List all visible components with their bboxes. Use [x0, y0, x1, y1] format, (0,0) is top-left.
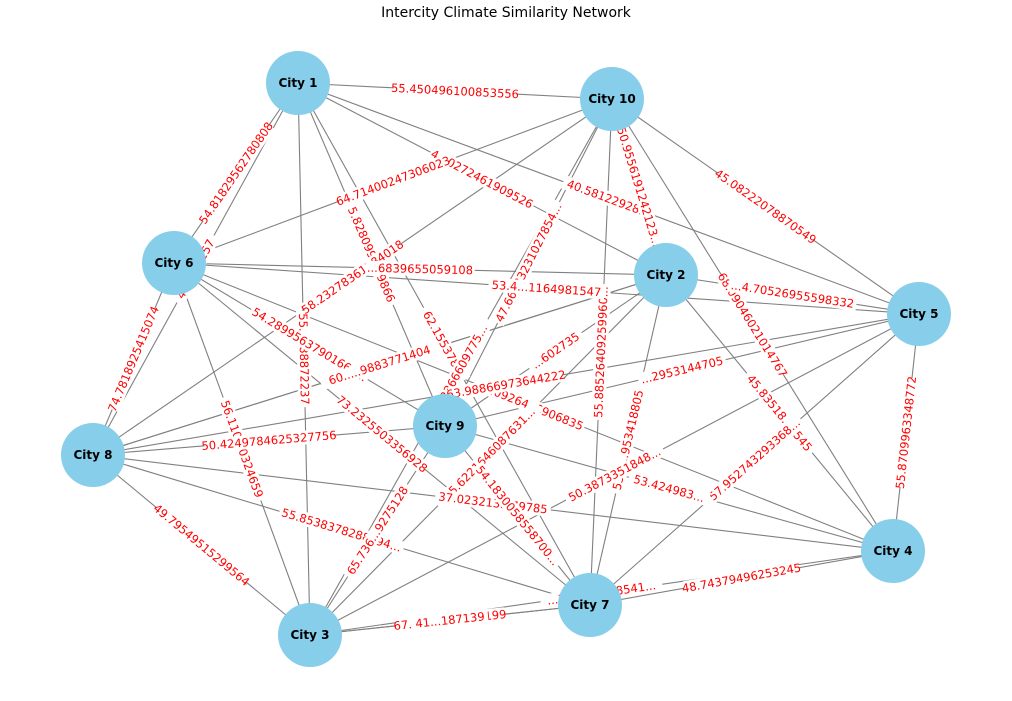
edge-weight-text: 41...187139 [415, 609, 486, 630]
edge-label: 48.74379496253245 [681, 561, 802, 596]
edge-label: 55.8709963348772 [893, 375, 919, 489]
edge-label: 41...187139 [411, 608, 489, 632]
node-label: City 2 [646, 268, 685, 282]
chart-title: Intercity Climate Similarity Network [381, 5, 631, 21]
edge-weight-text: 50.4249784625327756 [201, 428, 337, 453]
node-city-9: City 9 [413, 394, 477, 458]
node-label: City 8 [73, 448, 112, 462]
edge-weight-text: 64.71400247306023 [334, 153, 452, 208]
edge-weight-text: ...602735 [529, 329, 582, 372]
edge-weight-text: ...6839655059108 [367, 261, 473, 278]
edge-label: ...2953144705 [636, 352, 728, 388]
node-city-5: City 5 [887, 282, 951, 346]
edge-labels-layer: 55.45049610085355654.8182956278080849.2.… [105, 81, 919, 633]
edge-weight-text: 55.450496100853556 [391, 81, 520, 101]
node-circle [634, 243, 698, 307]
node-label: City 3 [290, 628, 329, 642]
edge-weight-text: ...2953144705 [639, 354, 724, 387]
node-label: City 10 [588, 92, 635, 106]
node-circle [266, 51, 330, 115]
node-city-8: City 8 [61, 423, 125, 487]
node-circle [887, 282, 951, 346]
node-circle [580, 67, 644, 131]
edge-weight-text: 50.9556191242123... [614, 125, 664, 248]
edge-label: ...602735 [525, 326, 586, 375]
edge-weight-text: 55...988872237 [296, 313, 312, 405]
node-label: City 6 [154, 256, 193, 270]
node-city-1: City 1 [266, 51, 330, 115]
edge-weight-text: 45.08222078870549 [712, 166, 819, 247]
edge-weight-text: 55.8709963348772 [893, 375, 919, 489]
node-label: City 4 [873, 544, 912, 558]
node-label: City 1 [278, 76, 317, 90]
edge-label: ...6839655059108 [365, 260, 475, 278]
nodes-layer: City 1 City 2 City 3 City 4 City 5 City 6 City… [61, 51, 951, 667]
edge-label: 50.4249784625327756 [201, 428, 337, 453]
edge-weight-text: 53.424983... [632, 472, 706, 505]
node-circle [278, 603, 342, 667]
edge-weight-text: 57.952743293368... [706, 415, 803, 503]
edge-weight-text: 49.79549515299564 [151, 501, 253, 589]
edge-label: 55...988872237 [295, 310, 313, 408]
node-circle [413, 394, 477, 458]
node-city-7: City 7 [558, 573, 622, 637]
edge-label: 74.7818925415074 [105, 304, 162, 414]
edge-label: 47.66133231027854... [491, 198, 566, 327]
edge-label: 55.450496100853556 [391, 81, 520, 101]
edge-label: 64.71400247306023 [334, 153, 452, 208]
node-label: City 7 [570, 598, 609, 612]
edge-label: 49.79549515299564 [151, 501, 253, 589]
node-city-10: City 10 [580, 67, 644, 131]
edge-weight-text: 47.66133231027854... [492, 201, 564, 325]
node-city-4: City 4 [861, 519, 925, 583]
node-label: City 9 [425, 419, 464, 433]
node-city-2: City 2 [634, 243, 698, 307]
edge-label: 45.08222078870549 [712, 166, 819, 247]
node-label: City 5 [899, 307, 938, 321]
edge-weight-text: 55.88526409259960... [591, 286, 611, 418]
node-circle [558, 573, 622, 637]
edge-label: 54.81829562780808 [196, 119, 276, 226]
edge-label: 55.88526409259960... [591, 283, 611, 421]
node-circle [61, 423, 125, 487]
node-city-6: City 6 [142, 231, 206, 295]
node-circle [142, 231, 206, 295]
edge-label: 57.952743293368... [703, 413, 806, 506]
edge-weight-text: 74.7818925415074 [105, 304, 162, 414]
edge-weight-text: 54.81829562780808 [196, 119, 276, 226]
node-city-3: City 3 [278, 603, 342, 667]
edge-label: 53.424983... [627, 470, 711, 507]
node-circle [861, 519, 925, 583]
edge-weight-text: 48.74379496253245 [681, 561, 802, 596]
